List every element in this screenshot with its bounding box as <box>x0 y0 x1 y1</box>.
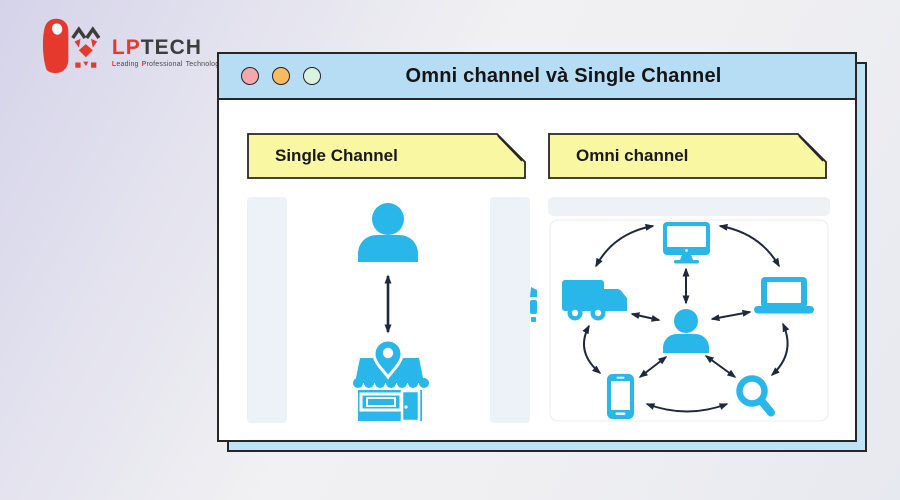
store-icon <box>353 338 429 423</box>
single-channel-label-text: Single Channel <box>275 146 398 165</box>
channel-channel-arrows <box>582 223 790 413</box>
app-window: Omni channel và Single Channel Single Ch… <box>217 52 857 442</box>
cropped-image-fragment <box>530 287 537 322</box>
customer-icon <box>663 309 709 353</box>
desktop-monitor-icon <box>663 222 710 264</box>
delivery-truck-icon <box>562 280 627 321</box>
fox-icon <box>42 18 101 73</box>
minimize-button[interactable] <box>272 67 290 85</box>
omni-channel-label: Omni channel <box>548 133 828 179</box>
laptop-icon <box>754 277 814 314</box>
magnifier-icon <box>736 375 775 417</box>
location-pin-icon <box>372 338 404 380</box>
brand-name: LPTECH <box>111 35 202 59</box>
zoom-button[interactable] <box>303 67 321 85</box>
customer-icon <box>358 203 418 262</box>
single-channel-label: Single Channel <box>247 133 527 179</box>
customer-channel-arrows <box>630 267 752 378</box>
omni-channel-diagram <box>548 197 830 422</box>
single-channel-diagram <box>247 197 530 423</box>
window-title: Omni channel và Single Channel <box>405 64 722 87</box>
window-titlebar: Omni channel và Single Channel <box>219 54 855 100</box>
omni-channel-label-text: Omni channel <box>576 146 689 165</box>
smartphone-icon <box>607 374 634 419</box>
close-button[interactable] <box>241 67 259 85</box>
window-content: Single Channel Omni channel <box>219 100 855 440</box>
